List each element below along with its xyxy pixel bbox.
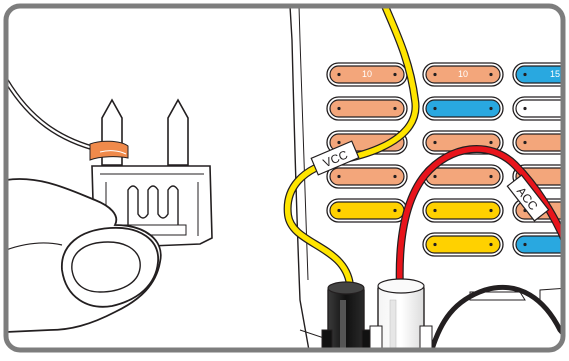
fuse-blade: [426, 100, 500, 117]
fuse-contact: [489, 175, 492, 178]
fuse-rating-r1c1: 10: [362, 69, 372, 79]
fuse-contact: [489, 73, 492, 76]
black-connector: [322, 282, 372, 356]
fuse-blade: [426, 168, 500, 185]
fuse-contact: [337, 141, 340, 144]
fuse-contact: [489, 141, 492, 144]
fuse-contact: [337, 73, 340, 76]
fuse-contact: [433, 107, 436, 110]
fuse-contact: [393, 73, 396, 76]
fuse-contact: [433, 141, 436, 144]
fuse-blade: [330, 202, 404, 219]
fuse-rating-r1c2: 10: [458, 69, 468, 79]
fuse-contact: [433, 209, 436, 212]
fuse-contact: [337, 175, 340, 178]
fuse-blade: [330, 168, 404, 185]
fuse-contact: [393, 107, 396, 110]
fuse-contact: [523, 141, 526, 144]
fuse-contact: [337, 209, 340, 212]
fuse-blade: [426, 236, 500, 253]
fuse-contact: [489, 107, 492, 110]
fuse-contact: [393, 175, 396, 178]
fuse-contact: [523, 243, 526, 246]
fuse-contact: [337, 107, 340, 110]
fuse-blade: [330, 100, 404, 117]
fuse-contact: [433, 175, 436, 178]
fuse-contact: [489, 209, 492, 212]
fuse-contact: [393, 209, 396, 212]
fuse-contact: [523, 73, 526, 76]
white-connector: [370, 279, 432, 356]
fuse-rating-r1c3: 15: [550, 69, 560, 79]
fuse-contact: [523, 107, 526, 110]
fuse-contact: [433, 73, 436, 76]
fuse-blade: [426, 202, 500, 219]
fuse-contact: [433, 243, 436, 246]
fuse-contact: [489, 243, 492, 246]
